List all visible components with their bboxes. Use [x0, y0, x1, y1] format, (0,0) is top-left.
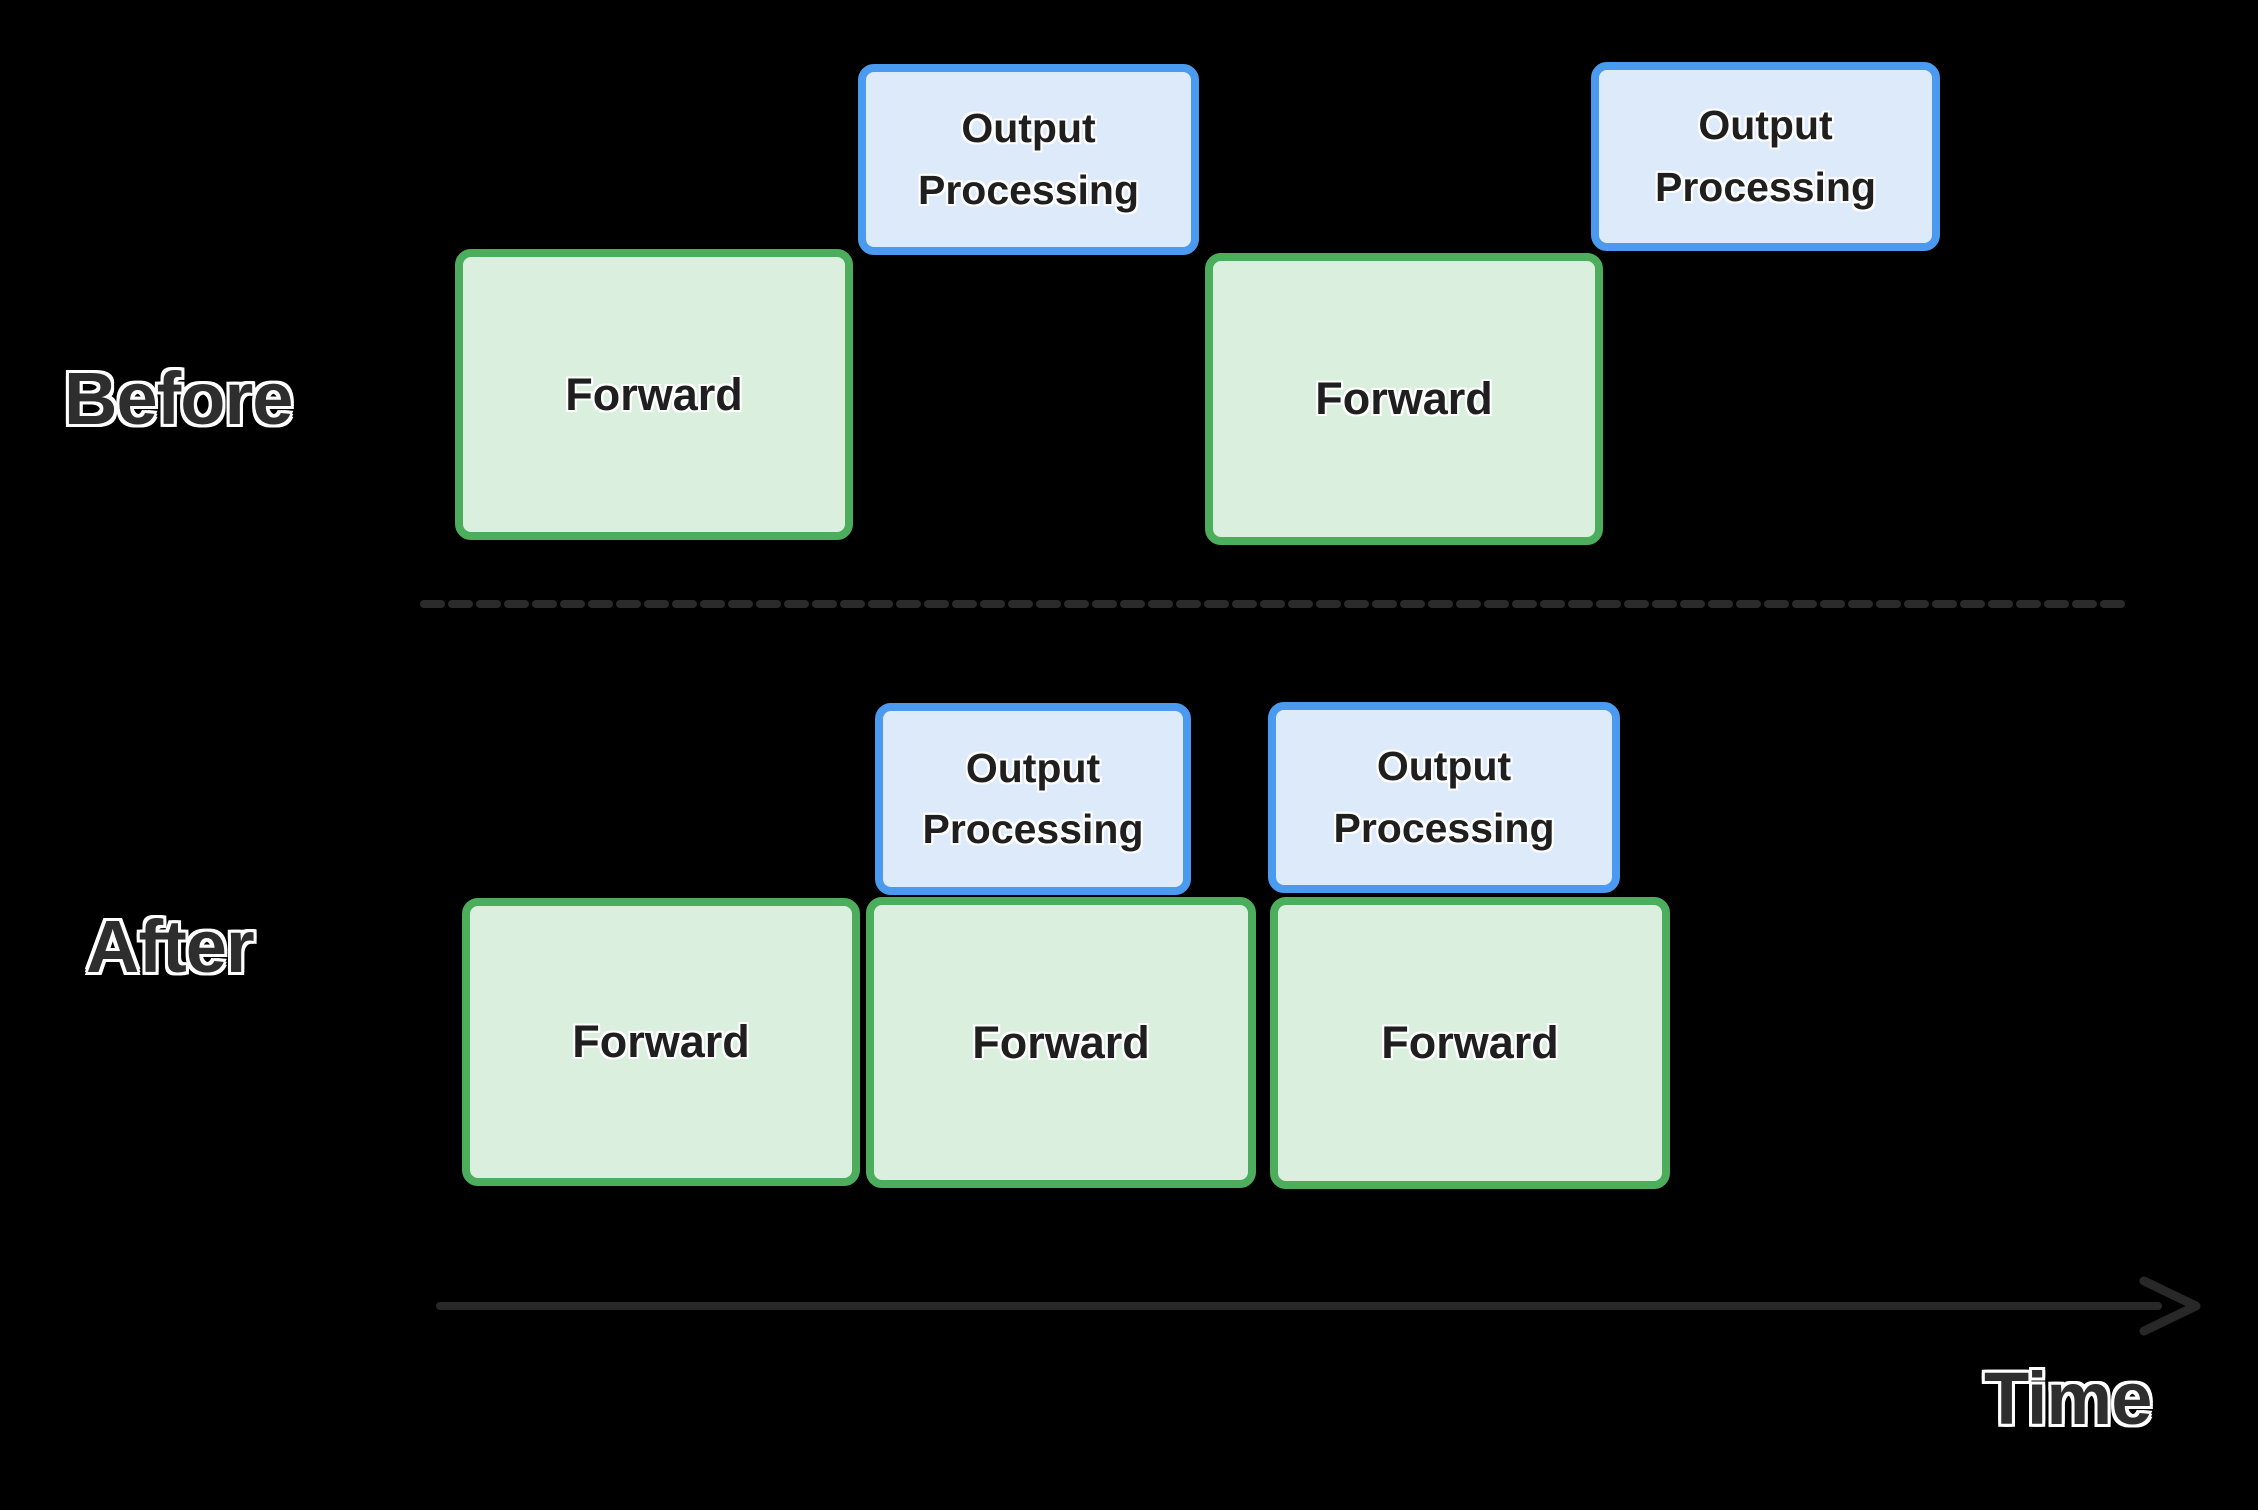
output-processing-box: Output Processing: [1591, 62, 1940, 251]
output-processing-box-label: Output Processing: [1333, 743, 1555, 851]
forward-box-label: Forward: [572, 1016, 750, 1067]
output-processing-box: Output Processing: [1268, 702, 1620, 893]
forward-box: Forward: [1205, 253, 1603, 545]
forward-box-label: Forward: [1381, 1017, 1559, 1068]
forward-box: Forward: [455, 249, 853, 540]
forward-box-label: Forward: [1315, 373, 1493, 424]
time-axis-arrowhead-icon: [2139, 1276, 2201, 1336]
output-processing-box-label: Output Processing: [917, 105, 1140, 213]
forward-box-label: Forward: [972, 1016, 1150, 1068]
forward-box-label: Forward: [565, 368, 743, 420]
output-processing-box: Output Processing: [875, 703, 1191, 895]
before-section-label: Before: [64, 357, 293, 440]
forward-box: Forward: [462, 898, 860, 1186]
output-processing-box: Output Processing: [858, 64, 1199, 255]
forward-box: Forward: [866, 897, 1256, 1188]
output-processing-box-label: Output Processing: [922, 744, 1144, 853]
after-section-label: After: [86, 905, 255, 988]
time-axis-label: Time: [1984, 1357, 2152, 1440]
output-processing-box-label: Output Processing: [1654, 102, 1877, 210]
forward-box: Forward: [1270, 897, 1670, 1189]
